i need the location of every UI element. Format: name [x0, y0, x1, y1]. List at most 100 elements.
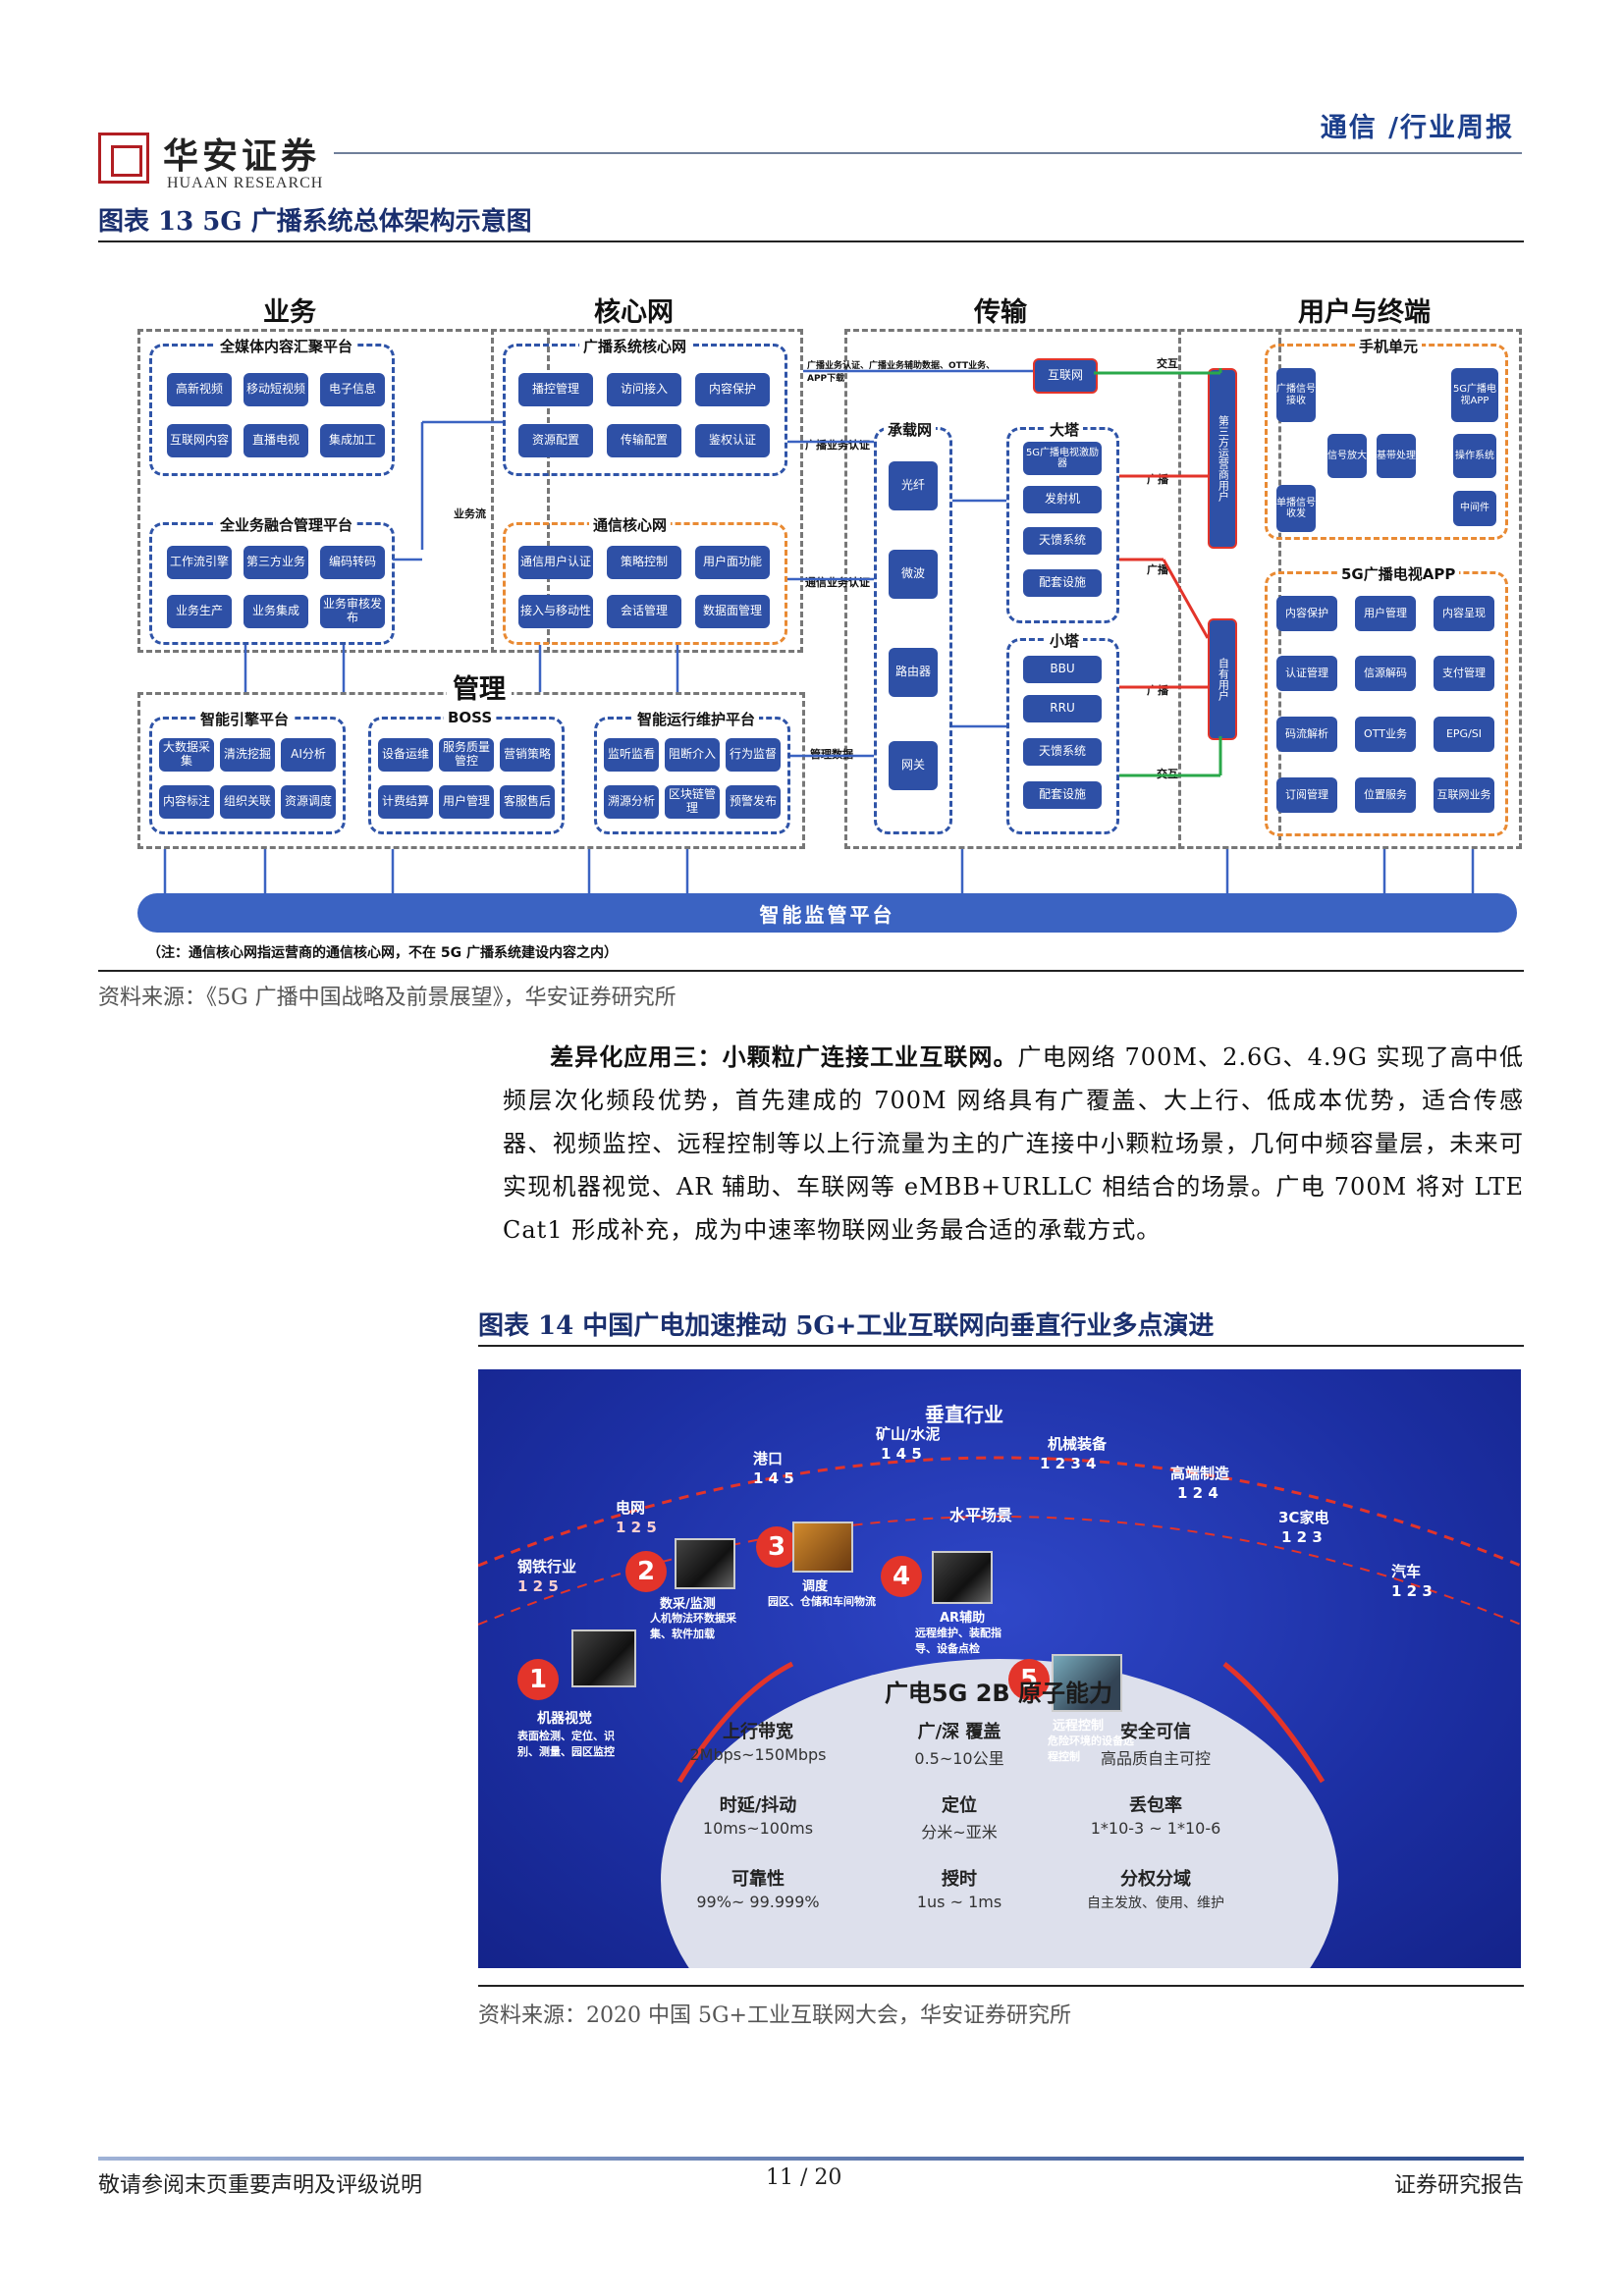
- box-ops-4: 区块链管理: [665, 785, 720, 819]
- box-smalltower-0: BBU: [1023, 656, 1102, 683]
- box-tcore-2: 用户面功能: [695, 546, 770, 579]
- figure14-title: 图表 14 中国广电加速推动 5G+工业互联网向垂直行业多点演进: [478, 1311, 1215, 1341]
- cap-5-v: 1*10-3 ~ 1*10-6: [1090, 1819, 1221, 1838]
- cap-8-v: 自主发放、使用、维护: [1087, 1896, 1224, 1911]
- box-bcore-0: 播控管理: [518, 373, 593, 406]
- box-bcore-1: 访问接入: [607, 373, 681, 406]
- box-phone-3: 基带处理: [1377, 434, 1416, 478]
- box-third-party-user: 第三方运营商用户: [1208, 368, 1237, 549]
- label-interact-top: 交互: [1157, 357, 1178, 370]
- industry-2-nums: 1 4 5: [753, 1469, 794, 1487]
- box-bigtower-2: 天馈系统: [1023, 527, 1102, 555]
- label-top-links: 广播业务认证、广播业务辅助数据、OTT业务、APP下载: [807, 361, 996, 384]
- box-internet: 互联网: [1033, 358, 1098, 394]
- box-bcore-4: 传输配置: [607, 424, 681, 457]
- header-divider: [334, 152, 1522, 154]
- figure13-source: 资料来源：《5G 广播中国战略及前景展望》，华安证券研究所: [98, 986, 677, 1010]
- figure13-bottom-rule: [98, 970, 1524, 972]
- cap-5-h: 丢包率: [1129, 1795, 1182, 1816]
- scenario-3-desc: 园区、仓储和车间物流: [768, 1595, 876, 1608]
- box-biz-0: 工作流引擎: [167, 546, 232, 579]
- core-area: [491, 329, 803, 653]
- scenario-4-title: AR辅助: [940, 1611, 986, 1626]
- scenario-2-title: 数采/监测: [660, 1597, 716, 1612]
- box-engine-0: 大数据采集: [159, 738, 214, 772]
- industrial-internet-photo: 垂直行业 钢铁行业 1 2 5 电网 1 2 5 港口 1 4 5 矿山/水泥 …: [478, 1369, 1521, 1968]
- box-carrier-1: 微波: [889, 550, 938, 599]
- group-bcore-title: 广播系统核心网: [579, 336, 691, 356]
- box-bcore-3: 资源配置: [518, 424, 593, 457]
- label-mgmt-data: 管理数据: [810, 748, 853, 761]
- box-bigtower-3: 配套设施: [1023, 569, 1102, 597]
- box-app-10: 位置服务: [1355, 777, 1416, 813]
- box-boss-0: 设备运维: [378, 738, 433, 772]
- box-app-7: OTT业务: [1355, 717, 1416, 752]
- body-paragraph: 差异化应用三：小颗粒广连接工业互联网。广电网络 700M、2.6G、4.9G 实…: [503, 1036, 1524, 1252]
- section-core-network: 核心网: [594, 297, 674, 328]
- group-smalltower-title: 小塔: [1046, 630, 1084, 651]
- box-carrier-2: 路由器: [889, 648, 938, 697]
- cap-8-h: 分权分域: [1120, 1869, 1191, 1890]
- footer-report-type: 证券研究报告: [1393, 2173, 1524, 2198]
- box-bigtower-0: 5G广播电视激励器: [1023, 442, 1102, 475]
- company-name-en: HUAAN RESEARCH: [167, 175, 324, 191]
- cap-1-h: 广/深 覆盖: [917, 1722, 1001, 1742]
- cap-2-v: 高品质自主可控: [1100, 1749, 1211, 1768]
- footer-divider: [98, 2157, 1524, 2161]
- box-bcore-5: 鉴权认证: [695, 424, 770, 457]
- industry-5-nums: 1 2 4: [1177, 1484, 1218, 1502]
- box-media-0: 高新视频: [167, 373, 232, 406]
- box-ops-3: 溯源分析: [604, 785, 659, 819]
- box-ops-0: 监听监看: [604, 738, 659, 772]
- industry-1-nums: 1 2 5: [616, 1519, 657, 1536]
- box-app-3: 认证管理: [1276, 656, 1337, 691]
- box-app-1: 用户管理: [1355, 596, 1416, 631]
- section-user-terminal: 用户与终端: [1298, 297, 1431, 328]
- paragraph-body: 广电网络 700M、2.6G、4.9G 实现了高中低频层次化频段优势，首先建成的…: [503, 1043, 1524, 1244]
- box-app-0: 内容保护: [1276, 596, 1337, 631]
- cap-4-v: 分米~亚米: [921, 1823, 998, 1842]
- box-carrier-0: 光纤: [889, 461, 938, 510]
- box-engine-4: 组织关联: [220, 785, 275, 819]
- industry-0-name: 钢铁行业: [517, 1558, 577, 1575]
- group-ops-title: 智能运行维护平台: [633, 709, 760, 729]
- box-biz-2: 编码转码: [320, 546, 385, 579]
- box-engine-5: 资源调度: [281, 785, 336, 819]
- box-ops-1: 阻断介入: [665, 738, 720, 772]
- group-bigtower-title: 大塔: [1046, 419, 1084, 440]
- industry-7-nums: 1 2 3: [1391, 1582, 1433, 1600]
- industry-1-name: 电网: [616, 1499, 646, 1517]
- figure14-source: 资料来源：2020 中国 5G+工业互联网大会，华安证券研究所: [478, 2003, 1071, 2028]
- diagram-arrows: [163, 368, 1475, 893]
- box-app-6: 码流解析: [1276, 717, 1337, 752]
- transport-area: [844, 329, 1281, 849]
- scenario-3-image: [792, 1522, 853, 1573]
- box-boss-2: 营销策略: [500, 738, 555, 772]
- company-logo-icon: [98, 133, 149, 184]
- label-biz-data: 业务流: [454, 507, 486, 520]
- box-phone-2: 信号放大: [1327, 434, 1367, 478]
- box-boss-5: 客服售后: [500, 785, 555, 819]
- box-phone-6: 中间件: [1453, 491, 1496, 526]
- group-biz-title: 全业务融合管理平台: [216, 514, 357, 535]
- box-biz-4: 业务集成: [244, 595, 308, 628]
- box-tcore-3: 接入与移动性: [518, 595, 593, 628]
- box-media-5: 集成加工: [320, 424, 385, 457]
- box-app-5: 支付管理: [1434, 656, 1494, 691]
- scenario-1-desc: 表面检测、定位、识别、测量、园区监控: [517, 1730, 615, 1758]
- box-own-user: 自有用户: [1208, 618, 1237, 740]
- box-smalltower-1: RRU: [1023, 695, 1102, 722]
- cap-6-v: 99%~ 99.999%: [696, 1893, 820, 1911]
- box-phone-4: 操作系统: [1453, 434, 1496, 478]
- scenario-4-badge: 4: [881, 1556, 922, 1597]
- box-biz-3: 业务生产: [167, 595, 232, 628]
- label-broadcast-2: 广播: [1147, 563, 1168, 576]
- architecture-diagram: 业务 核心网 传输 用户与终端 管理 全媒体内容汇聚平台 高新视频 移动短视频 …: [98, 245, 1524, 967]
- industry-6-nums: 1 2 3: [1281, 1528, 1323, 1546]
- box-boss-1: 服务质量管控: [439, 738, 494, 772]
- box-app-11: 互联网业务: [1434, 777, 1494, 813]
- box-engine-1: 清洗挖掘: [220, 738, 275, 772]
- industry-7-name: 汽车: [1391, 1563, 1422, 1580]
- cap-3-h: 时延/抖动: [719, 1795, 797, 1816]
- page-number: 11 / 20: [766, 2165, 842, 2190]
